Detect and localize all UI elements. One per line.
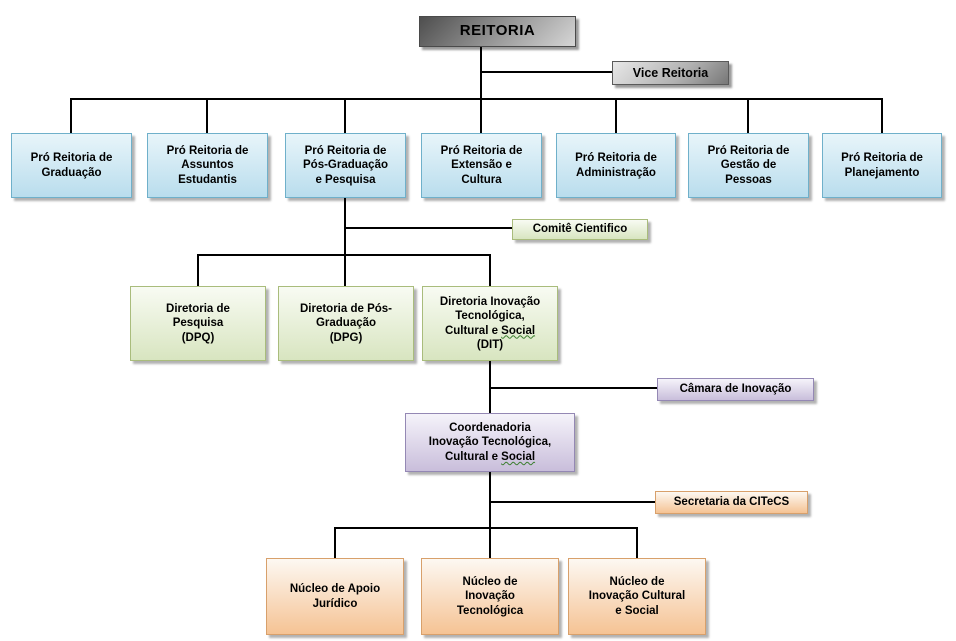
org-box-reitoria: REITORIA xyxy=(419,16,576,47)
connector-vice xyxy=(481,71,612,73)
connector-secretaria xyxy=(489,501,655,503)
connector-bus-diretorias xyxy=(197,254,491,256)
org-box-diretoria-pos-graduacao-dpg: Diretoria de Pós-Graduação(DPG) xyxy=(278,286,414,361)
org-box-camara-inovacao: Câmara de Inovação xyxy=(657,378,814,401)
connector-drop xyxy=(206,98,208,134)
connector-drop xyxy=(70,98,72,134)
connector-drop xyxy=(334,527,336,559)
org-box-vice-reitoria: Vice Reitoria xyxy=(612,61,729,85)
connector-drop xyxy=(197,254,199,287)
org-box-secretaria-citecs: Secretaria da CITeCS xyxy=(655,491,808,514)
org-box-comite-cientifico: Comitê Cientifico xyxy=(512,219,648,240)
connector-camara xyxy=(489,387,657,389)
connector-drop xyxy=(636,527,638,559)
connector-bus-nucleos xyxy=(334,527,638,529)
connector-drop xyxy=(881,98,883,134)
connector-coordenadoria-stem xyxy=(489,472,491,559)
connector-drop xyxy=(615,98,617,134)
connector-bus-pro-reitorias xyxy=(71,98,882,100)
connector-drop xyxy=(489,254,491,287)
connector-drop xyxy=(747,98,749,134)
connector-root-stem xyxy=(480,47,482,133)
connector-drop xyxy=(344,98,346,134)
connector-comite xyxy=(344,227,512,229)
connector-posgrad-stem xyxy=(344,198,346,287)
